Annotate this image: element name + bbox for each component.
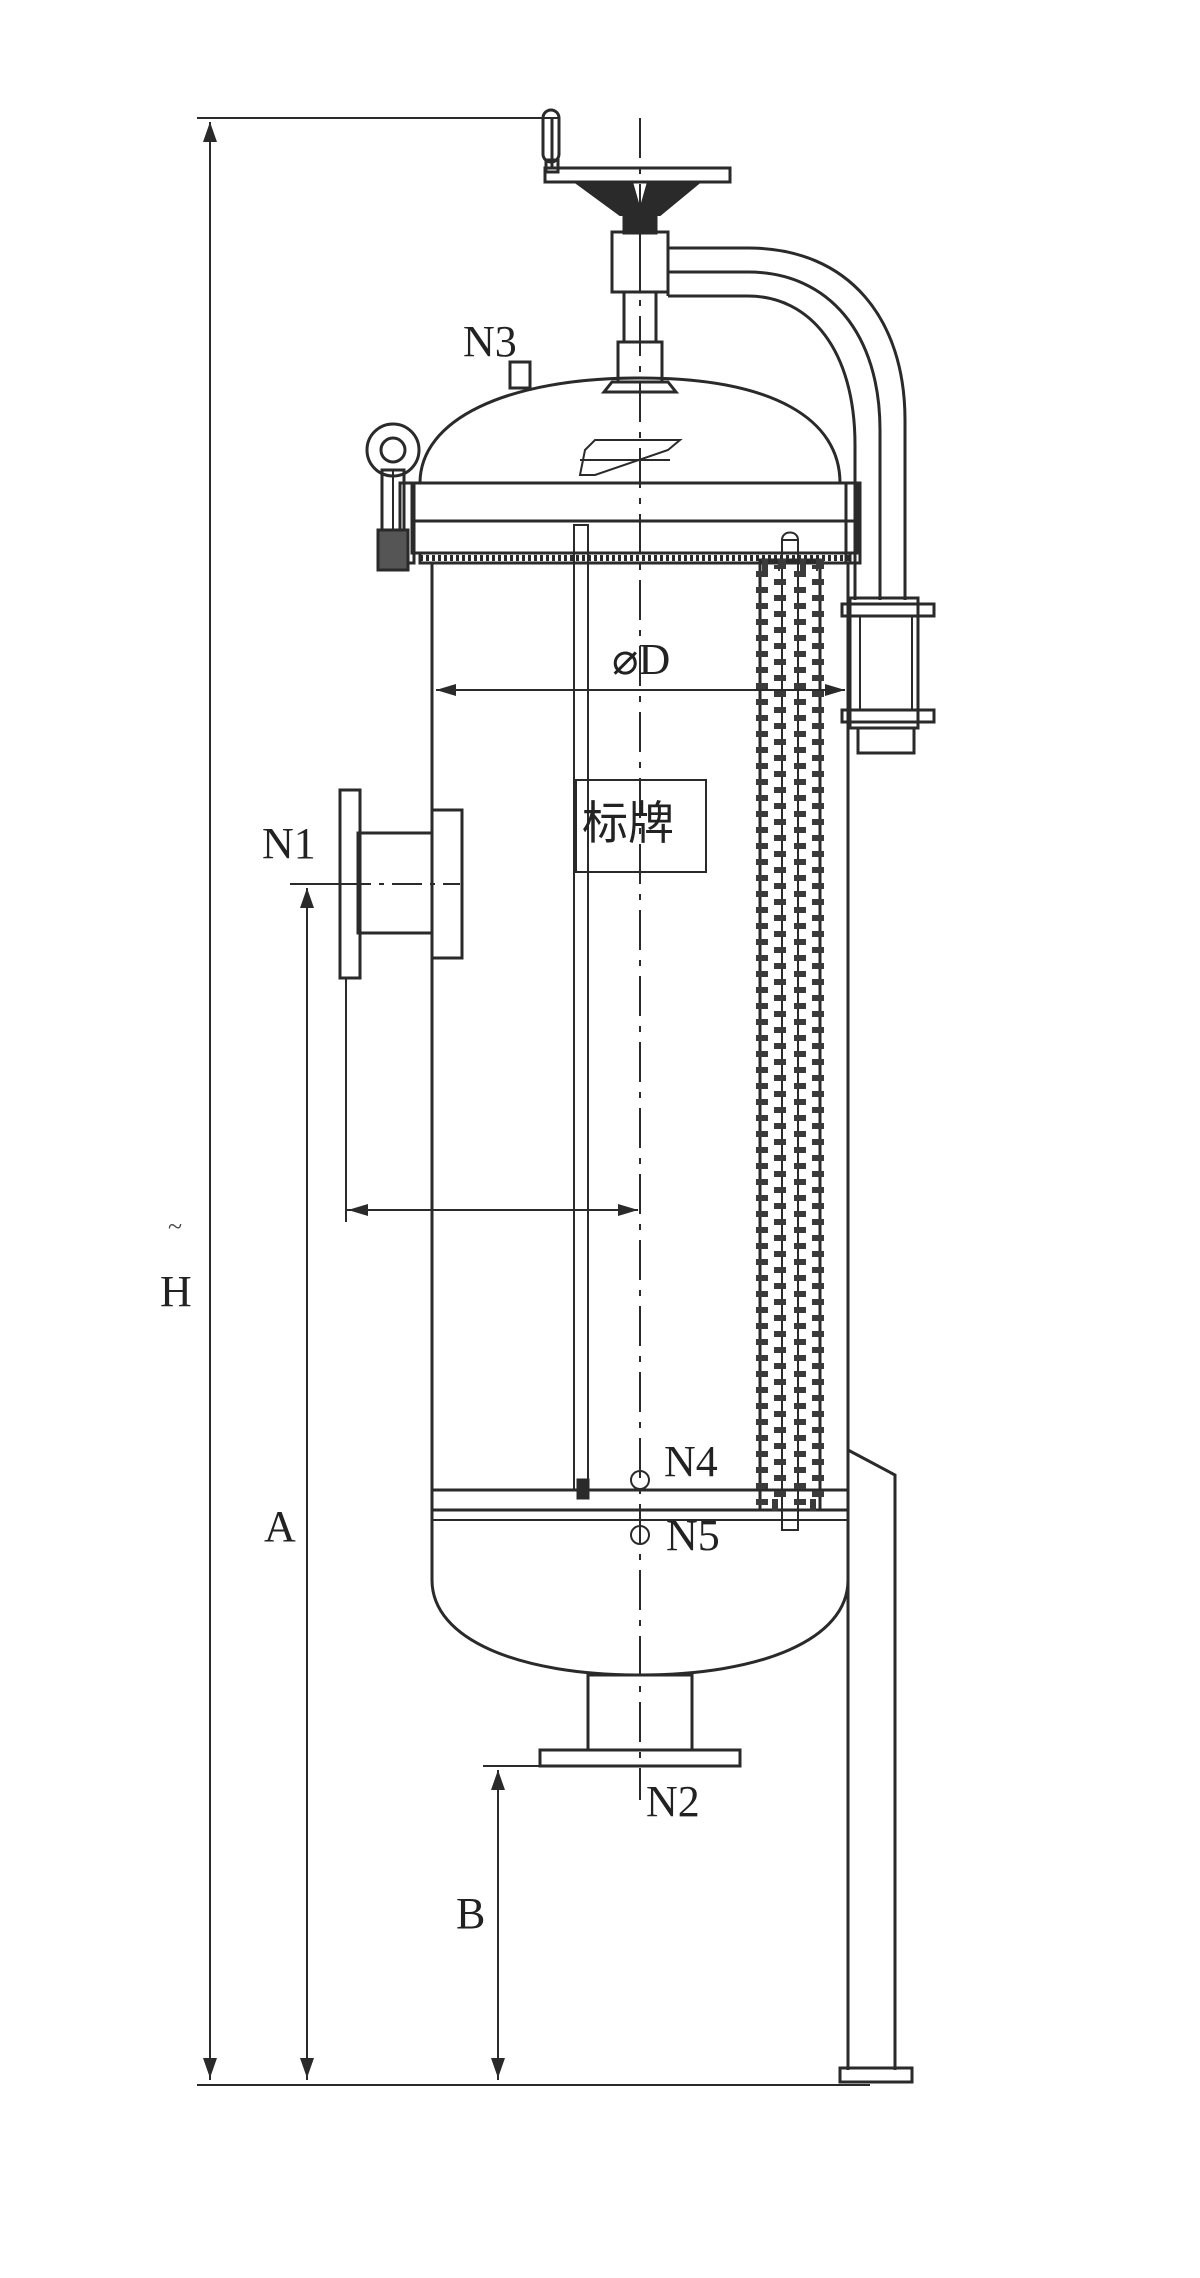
dimension-a <box>290 883 345 2080</box>
n2-nozzle <box>538 1673 742 1768</box>
top-head <box>418 376 842 484</box>
nameplate-text: 标牌 <box>582 796 674 850</box>
diameter-label: ⌀D <box>612 635 671 684</box>
n4-symbol <box>630 1470 650 1490</box>
n2-label: N2 <box>646 1777 700 1826</box>
n5-label: N5 <box>666 1511 720 1560</box>
dimension-d <box>436 684 845 696</box>
n3-label: N3 <box>463 317 517 366</box>
n4-label: N4 <box>664 1437 718 1486</box>
height-label: H <box>160 1267 192 1316</box>
n1-nozzle <box>338 788 464 1222</box>
dimension-n1-projection <box>346 1204 638 1216</box>
top-flange <box>398 481 862 565</box>
dimension-h <box>197 117 560 2080</box>
support-leg <box>838 1448 914 2084</box>
height-tilde: ~ <box>168 1212 183 1241</box>
n5-symbol <box>630 1525 650 1545</box>
n1-label: N1 <box>262 819 316 868</box>
dimension-b <box>483 1765 540 2080</box>
handwheel-mechanism <box>541 108 732 394</box>
tie-rod <box>573 524 590 1500</box>
lifting-eyebolt <box>365 422 421 572</box>
a-label: A <box>264 1502 296 1551</box>
filter-cartridge <box>756 531 824 1531</box>
overhead-pipe <box>666 246 936 755</box>
nameplate-box <box>575 779 707 873</box>
n3-nozzle <box>508 360 532 390</box>
b-label: B <box>456 1889 486 1938</box>
